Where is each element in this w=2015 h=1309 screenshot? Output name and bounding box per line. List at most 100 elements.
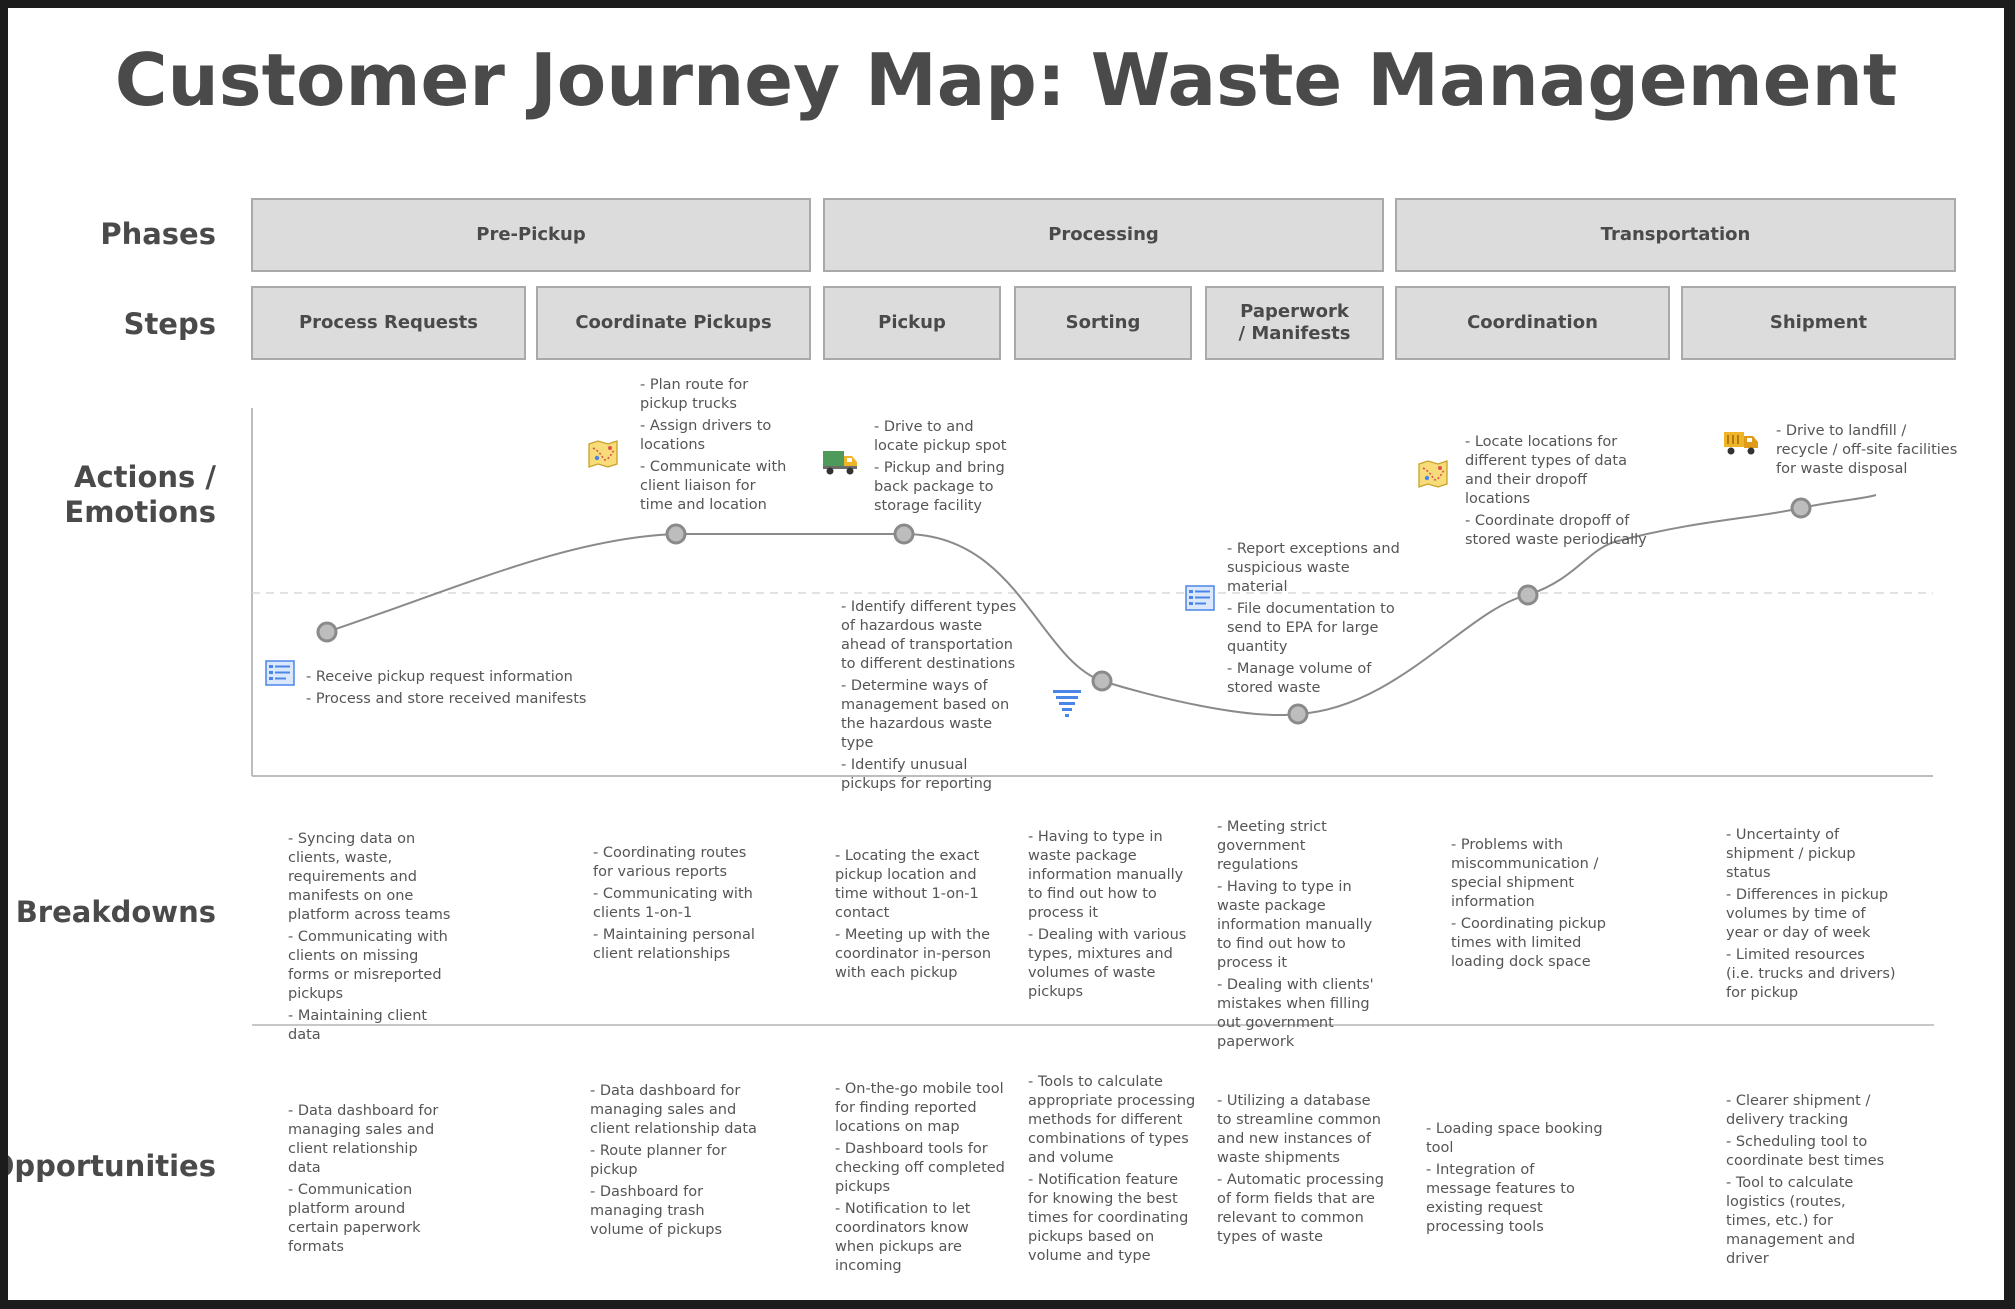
list-item: - Utilizing a database to streamline com… bbox=[1217, 1093, 1381, 1166]
list-item: - Determine ways of management based on … bbox=[841, 678, 1010, 751]
opportunities-coordination: - Loading space booking tool - Integrati… bbox=[1426, 1120, 1604, 1240]
list-item: - Having to type in waste package inform… bbox=[1217, 879, 1373, 971]
list-item: - Data dashboard for managing sales and … bbox=[288, 1103, 439, 1176]
list-item: - File documentation to send to EPA for … bbox=[1227, 601, 1395, 655]
list-item: - Dashboard tools for checking off compl… bbox=[835, 1141, 1005, 1195]
actions-shipment: - Drive to landfill / recycle / off-site… bbox=[1776, 422, 1961, 482]
step-coordination: Coordination bbox=[1395, 286, 1670, 360]
list-item: - Communicating with clients 1-on-1 bbox=[593, 886, 753, 921]
list-item: - Identify unusual pickups for reporting bbox=[841, 757, 992, 792]
phase-processing: Processing bbox=[823, 198, 1384, 272]
form-icon bbox=[265, 660, 295, 686]
opportunities-paperwork: - Utilizing a database to streamline com… bbox=[1217, 1092, 1389, 1250]
row-label-steps: Steps bbox=[123, 307, 216, 341]
list-item: - Uncertainty of shipment / pickup statu… bbox=[1726, 827, 1856, 881]
section-divider bbox=[252, 1024, 1934, 1026]
list-item: - Automatic processing of form fields th… bbox=[1217, 1172, 1384, 1245]
list-item: - Receive pickup request information bbox=[306, 669, 573, 685]
row-label-breakdowns: Breakdowns bbox=[15, 895, 216, 929]
list-item: - Loading space booking tool bbox=[1426, 1121, 1603, 1156]
phase-transportation: Transportation bbox=[1395, 198, 1956, 272]
actions-pickup: - Drive to and locate pickup spot - Pick… bbox=[874, 418, 1019, 519]
opportunities-coordinate-pickups: - Data dashboard for managing sales and … bbox=[590, 1082, 758, 1243]
list-item: - Limited resources (i.e. trucks and dri… bbox=[1726, 947, 1896, 1001]
step-paperwork: Paperwork / Manifests bbox=[1205, 286, 1384, 360]
list-item: - On-the-go mobile tool for finding repo… bbox=[835, 1081, 1004, 1135]
emotion-point-coordinate-pickups bbox=[665, 523, 687, 545]
list-item: - Locating the exact pickup location and… bbox=[835, 848, 980, 921]
list-item: - Dealing with clients' mistakes when fi… bbox=[1217, 977, 1374, 1050]
emotion-point-coordination bbox=[1517, 584, 1539, 606]
opportunities-process-requests: - Data dashboard for managing sales and … bbox=[288, 1102, 453, 1260]
list-item: - Report exceptions and suspicious waste… bbox=[1227, 541, 1400, 595]
page-title: Customer Journey Map: Waste Management bbox=[114, 38, 1898, 122]
list-item: - Manage volume of stored waste bbox=[1227, 661, 1372, 696]
list-item: - Scheduling tool to coordinate best tim… bbox=[1726, 1134, 1885, 1169]
step-pickup: Pickup bbox=[823, 286, 1001, 360]
list-item: - Clearer shipment / delivery tracking bbox=[1726, 1093, 1871, 1128]
list-item: - Communication platform around certain … bbox=[288, 1182, 421, 1255]
list-item: - Dashboard for managing trash volume of… bbox=[590, 1184, 723, 1238]
map-icon bbox=[588, 440, 618, 468]
row-label-phases: Phases bbox=[100, 217, 216, 251]
actions-coordination: - Locate locations for different types o… bbox=[1465, 433, 1650, 553]
list-item: - Problems with miscommunication / speci… bbox=[1451, 837, 1599, 910]
breakdowns-process-requests: - Syncing data on clients, waste, requir… bbox=[288, 830, 463, 1048]
breakdowns-shipment: - Uncertainty of shipment / pickup statu… bbox=[1726, 826, 1896, 1006]
actions-process-requests: - Receive pickup request information - P… bbox=[306, 668, 596, 712]
list-item: - Drive to landfill / recycle / off-site… bbox=[1776, 423, 1958, 477]
row-label-actions-line1: Actions / bbox=[74, 460, 216, 494]
list-item: - Meeting strict government regulations bbox=[1217, 819, 1327, 873]
list-item: - Coordinating pickup times with limited… bbox=[1451, 916, 1606, 970]
list-item: - Communicating with clients on missing … bbox=[288, 929, 448, 1002]
list-item: - Syncing data on clients, waste, requir… bbox=[288, 831, 451, 923]
list-item: - Plan route for pickup trucks bbox=[640, 377, 749, 412]
form-icon bbox=[1185, 585, 1215, 611]
list-item: - Assign drivers to locations bbox=[640, 418, 772, 453]
list-item: - Drive to and locate pickup spot bbox=[874, 419, 1007, 454]
list-item: - Route planner for pickup bbox=[590, 1143, 727, 1178]
map-icon bbox=[1418, 460, 1448, 488]
list-item: - Dealing with various types, mixtures a… bbox=[1028, 927, 1187, 1000]
emotion-point-sorting bbox=[1091, 670, 1113, 692]
phase-pre-pickup: Pre-Pickup bbox=[251, 198, 811, 272]
list-item: - Coordinate dropoff of stored waste per… bbox=[1465, 513, 1647, 548]
opportunities-shipment: - Clearer shipment / delivery tracking -… bbox=[1726, 1092, 1891, 1272]
breakdowns-pickup: - Locating the exact pickup location and… bbox=[835, 847, 1005, 986]
list-item: - Coordinating routes for various report… bbox=[593, 845, 747, 880]
list-item: - Data dashboard for managing sales and … bbox=[590, 1083, 757, 1137]
list-item: - Pickup and bring back package to stora… bbox=[874, 460, 1005, 514]
list-item: - Having to type in waste package inform… bbox=[1028, 829, 1184, 921]
row-label-opportunities: Opportunities bbox=[8, 1149, 216, 1183]
list-item: - Notification feature for knowing the b… bbox=[1028, 1172, 1189, 1264]
truck-icon bbox=[823, 451, 857, 475]
emotion-curve-chart bbox=[251, 408, 1933, 777]
filter-icon bbox=[1053, 690, 1081, 717]
opportunities-sorting: - Tools to calculate appropriate process… bbox=[1028, 1073, 1200, 1269]
list-item: - Process and store received manifests bbox=[306, 691, 587, 707]
journey-map: Customer Journey Map: Waste Management P… bbox=[8, 8, 2004, 1300]
actions-coordinate-pickups: - Plan route for pickup trucks - Assign … bbox=[640, 376, 790, 518]
list-item: - Maintaining personal client relationsh… bbox=[593, 927, 755, 962]
actions-paperwork: - Report exceptions and suspicious waste… bbox=[1227, 540, 1412, 701]
step-coordinate-pickups: Coordinate Pickups bbox=[536, 286, 811, 360]
list-item: - Tools to calculate appropriate process… bbox=[1028, 1074, 1196, 1166]
list-item: - Identify different types of hazardous … bbox=[841, 599, 1017, 672]
emotion-point-process-requests bbox=[316, 621, 338, 643]
list-item: - Differences in pickup volumes by time … bbox=[1726, 887, 1889, 941]
emotion-point-paperwork bbox=[1287, 703, 1309, 725]
garbage-truck-icon bbox=[1724, 432, 1758, 455]
row-label-actions-line2: Emotions bbox=[64, 495, 216, 529]
breakdowns-sorting: - Having to type in waste package inform… bbox=[1028, 828, 1198, 1005]
list-item: - Locate locations for different types o… bbox=[1465, 434, 1627, 507]
actions-sorting: - Identify different types of hazardous … bbox=[841, 598, 1024, 797]
list-item: - Maintaining client data bbox=[288, 1008, 428, 1043]
opportunities-pickup: - On-the-go mobile tool for finding repo… bbox=[835, 1080, 1005, 1279]
emotion-point-pickup bbox=[893, 523, 915, 545]
breakdowns-coordinate-pickups: - Coordinating routes for various report… bbox=[593, 844, 768, 967]
list-item: - Communicate with client liaison for ti… bbox=[640, 459, 787, 513]
list-item: - Integration of message features to exi… bbox=[1426, 1162, 1575, 1235]
list-item: - Meeting up with the coordinator in-per… bbox=[835, 927, 992, 981]
step-process-requests: Process Requests bbox=[251, 286, 526, 360]
breakdowns-coordination: - Problems with miscommunication / speci… bbox=[1451, 836, 1611, 975]
